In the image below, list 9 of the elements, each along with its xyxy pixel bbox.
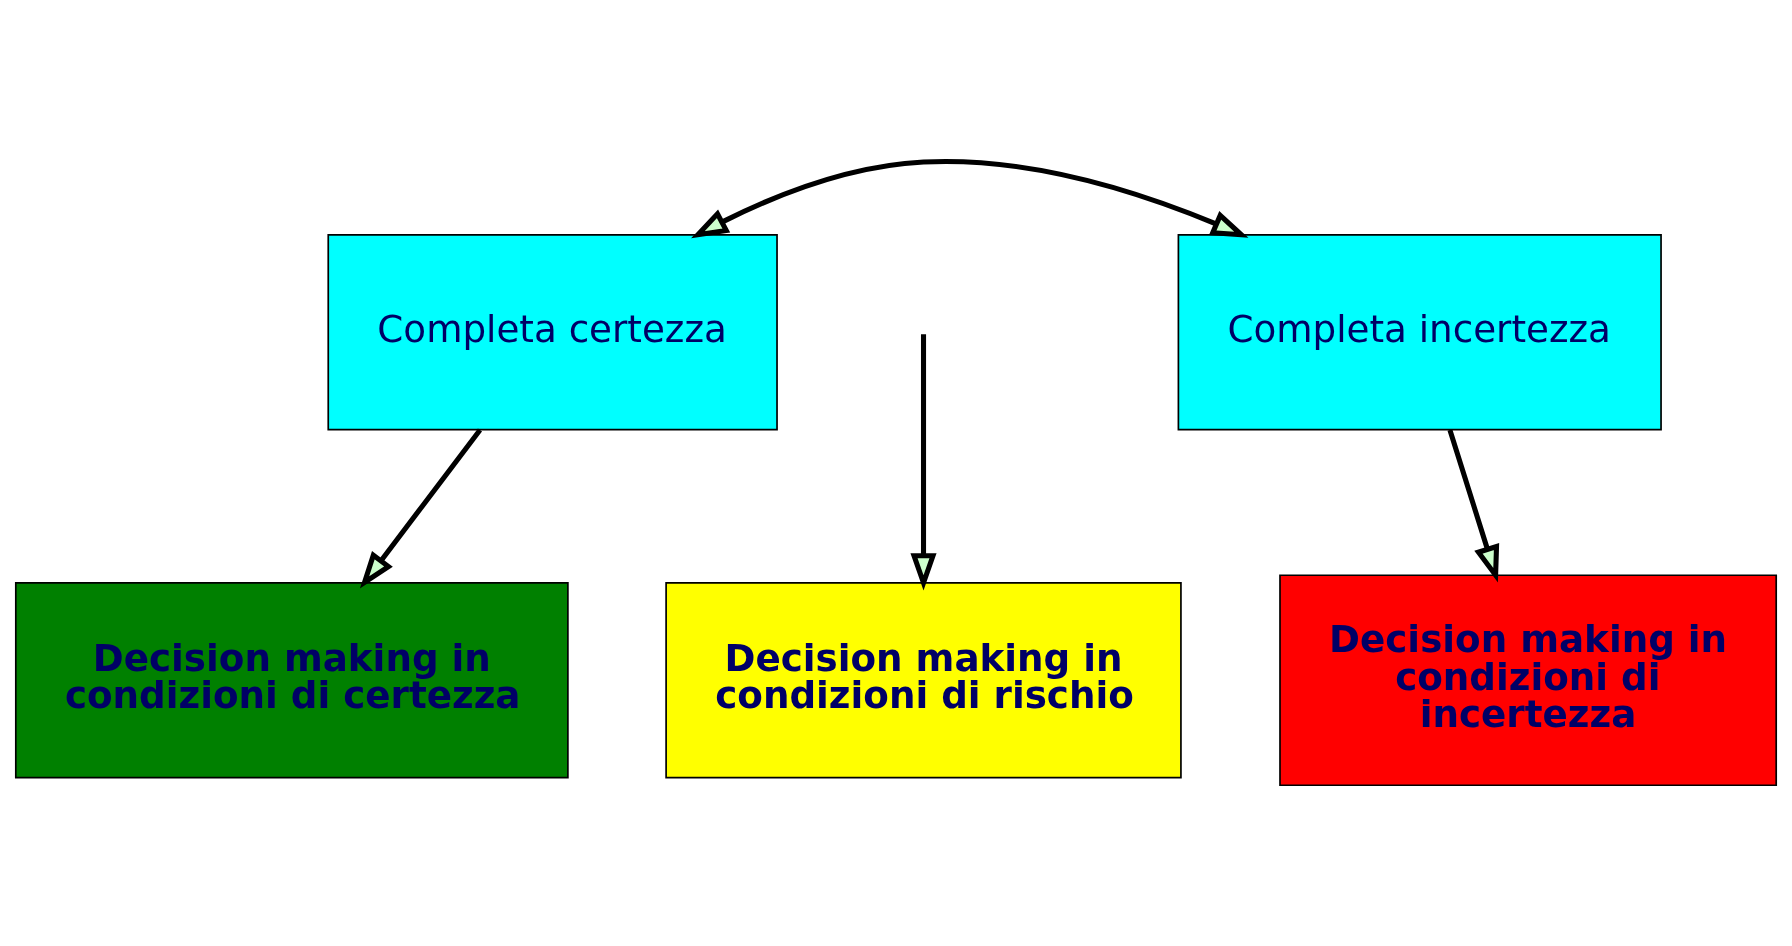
- node-box: Completa incertezza: [1177, 234, 1662, 431]
- arrow: [691, 159, 1249, 239]
- node-box: Decision making in condizioni di rischio: [665, 582, 1182, 779]
- arrow: [359, 428, 482, 589]
- arrow: [910, 334, 937, 591]
- node-box: Decision making in condizioni di incertezza: [1279, 574, 1778, 787]
- arrow: [1447, 429, 1500, 583]
- node-box: Completa certezza: [327, 234, 778, 431]
- node-box: Decision making in condizioni di certezza: [14, 582, 569, 779]
